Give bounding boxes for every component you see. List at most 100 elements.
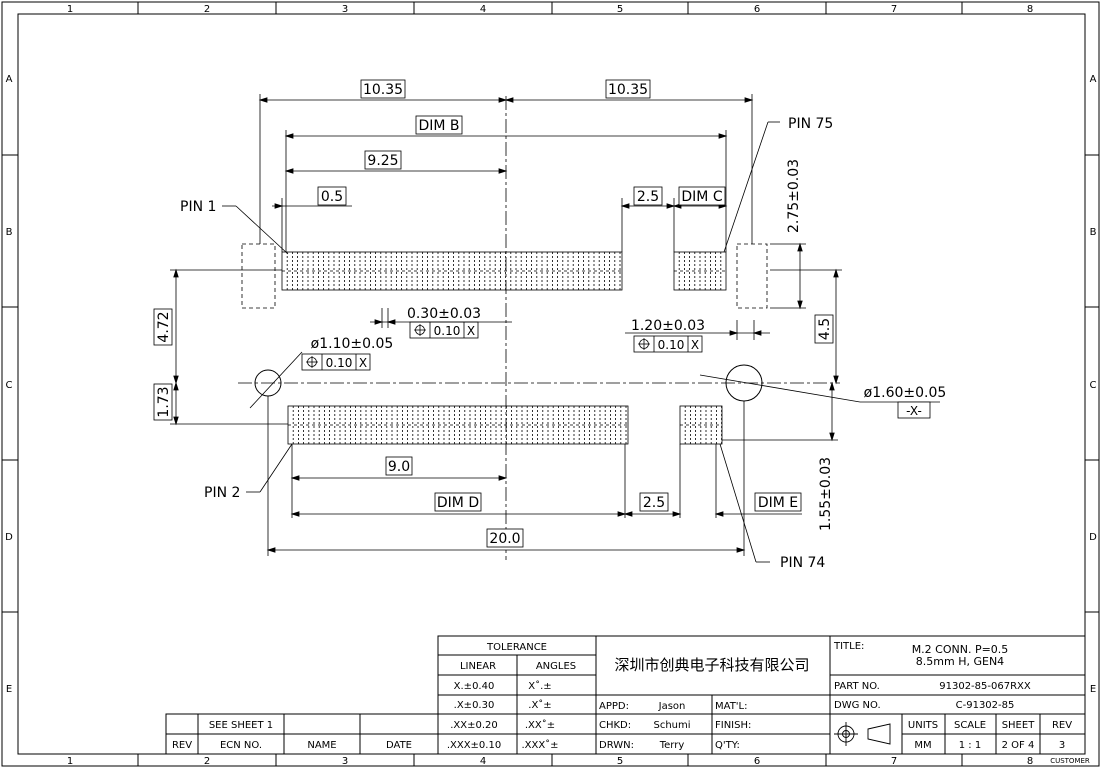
title-line-1: M.2 CONN. P=0.5 bbox=[912, 643, 1009, 656]
dimension-arrowhead bbox=[258, 97, 268, 103]
dimension-arrowhead bbox=[829, 381, 835, 391]
sheet-value: 2 OF 4 bbox=[1002, 740, 1035, 751]
col-marker: 4 bbox=[480, 4, 486, 15]
linear-tol-row: .X±0.30 bbox=[454, 700, 495, 711]
col-marker: 3 bbox=[342, 4, 348, 15]
dim-4-72: 4.72 bbox=[156, 311, 172, 342]
dimension-arrowhead bbox=[290, 511, 300, 517]
dim-4-5: 4.5 bbox=[817, 318, 833, 340]
angle-tol-row: .XX˚± bbox=[525, 719, 555, 731]
angle-tol-row: .X˚± bbox=[528, 699, 551, 711]
col-marker: 1 bbox=[67, 4, 73, 15]
col-marker: 2 bbox=[204, 756, 210, 767]
feature-control-frame-030 bbox=[409, 321, 479, 339]
column-markers-top: 1 2 3 4 5 6 7 8 bbox=[67, 4, 1033, 15]
col-marker: 3 bbox=[342, 756, 348, 767]
scale-label: SCALE bbox=[954, 720, 986, 731]
dimension-arrowhead bbox=[672, 511, 682, 517]
col-marker: 6 bbox=[754, 756, 760, 767]
dim-9-0: 9.0 bbox=[388, 459, 410, 475]
dimension-arrowhead bbox=[266, 547, 276, 553]
dimension-arrowhead bbox=[284, 133, 294, 139]
units-value: MM bbox=[914, 740, 931, 751]
datum-x-frame bbox=[897, 401, 931, 419]
name-column-header: NAME bbox=[307, 740, 336, 751]
dim-1-55: 1.55±0.03 bbox=[818, 457, 834, 531]
dimension-arrowhead bbox=[797, 300, 803, 310]
part-no-label: PART NO. bbox=[834, 681, 880, 692]
angles-header: ANGLES bbox=[536, 661, 576, 672]
title-block-text: TOLERANCE LINEAR ANGLES X.±0.40 .X±0.30 … bbox=[172, 641, 1090, 765]
dimension-arrowhead bbox=[173, 381, 179, 391]
dimension-arrowhead bbox=[173, 416, 179, 426]
col-marker: 6 bbox=[754, 4, 760, 15]
dimension-arrowhead bbox=[274, 203, 284, 209]
dim-e: DIM E bbox=[758, 495, 798, 511]
units-label: UNITS bbox=[908, 720, 938, 731]
dimension-arrowhead bbox=[744, 97, 754, 103]
top-pin-row bbox=[241, 243, 768, 309]
column-markers-bottom: 1 2 3 4 5 6 7 8 bbox=[67, 756, 1033, 767]
col-marker: 1 bbox=[67, 756, 73, 767]
scale-value: 1 : 1 bbox=[959, 740, 981, 751]
bottom-pin-row bbox=[287, 405, 723, 445]
matl-label: MAT'L: bbox=[715, 701, 748, 712]
datum-x-label: -X- bbox=[906, 404, 922, 418]
dimension-arrowhead bbox=[729, 330, 739, 336]
row-marker: D bbox=[5, 532, 13, 543]
title-line-2: 8.5mm H, GEN4 bbox=[916, 655, 1004, 668]
fcf-120-tolerance: 0.10 bbox=[658, 338, 685, 352]
pin-74-label: PIN 74 bbox=[780, 555, 825, 571]
row-marker: D bbox=[1089, 532, 1097, 543]
see-sheet-note: SEE SHEET 1 bbox=[209, 720, 273, 731]
customer-label: CUSTOMER bbox=[1050, 757, 1090, 765]
dim-9-25: 9.25 bbox=[367, 153, 398, 169]
row-marker: C bbox=[1090, 380, 1097, 391]
dimension-labels: 10.35 10.35 DIM B 9.25 0.5 2.5 DIM C 2.7… bbox=[153, 79, 946, 548]
row-markers-right: A B C D E bbox=[1089, 74, 1097, 695]
pin-labels: PIN 1 PIN 2 PIN 75 PIN 74 bbox=[180, 116, 833, 571]
col-marker: 7 bbox=[891, 4, 897, 15]
dimension-arrowhead bbox=[504, 97, 514, 103]
dimension-arrowhead bbox=[736, 547, 746, 553]
centerlines bbox=[238, 96, 840, 560]
part-no-value: 91302-85-067RXX bbox=[939, 681, 1031, 692]
dim-d: DIM D bbox=[437, 495, 479, 511]
title-label: TITLE: bbox=[833, 641, 864, 652]
dimension-arrowhead bbox=[620, 203, 630, 209]
row-marker: B bbox=[6, 227, 13, 238]
dimension-arrowhead bbox=[173, 268, 179, 278]
pin-75-label: PIN 75 bbox=[788, 116, 833, 132]
dimension-arrowhead bbox=[797, 242, 803, 252]
dim-b: DIM B bbox=[418, 118, 459, 134]
dwg-no-label: DWG NO. bbox=[834, 700, 881, 711]
pin-2-label: PIN 2 bbox=[204, 485, 240, 501]
angle-tol-row: .XXX˚± bbox=[521, 739, 558, 751]
chkd-label: CHKD: bbox=[599, 720, 631, 731]
linear-tol-row: .XXX±0.10 bbox=[447, 740, 501, 751]
col-marker: 8 bbox=[1027, 4, 1033, 15]
dimension-lines bbox=[170, 94, 940, 563]
dim-c: DIM C bbox=[681, 189, 722, 205]
drwn-value: Terry bbox=[659, 740, 685, 751]
rev-label: REV bbox=[1052, 720, 1072, 731]
date-column-header: DATE bbox=[386, 740, 412, 751]
company-name: 深圳市创典电子科技有限公司 bbox=[614, 656, 809, 674]
tolerance-header: TOLERANCE bbox=[486, 642, 547, 653]
qty-label: Q'TY: bbox=[715, 740, 740, 751]
fcf-030-tolerance: 0.10 bbox=[434, 324, 461, 338]
dimension-arrowhead bbox=[718, 133, 728, 139]
row-marker: B bbox=[1090, 227, 1097, 238]
col-marker: 4 bbox=[480, 756, 486, 767]
angle-tol-row: X˚.± bbox=[528, 680, 551, 692]
dimension-arrowhead bbox=[833, 268, 839, 278]
linear-tol-row: .XX±0.20 bbox=[450, 720, 498, 731]
dim-1-20: 1.20±0.03 bbox=[631, 318, 705, 334]
linear-tol-row: X.±0.40 bbox=[454, 681, 495, 692]
dimension-arrowhead bbox=[714, 511, 724, 517]
rev-column-header: REV bbox=[172, 740, 192, 751]
row-markers-left: A B C D E bbox=[5, 74, 13, 695]
ecn-column-header: ECN NO. bbox=[220, 740, 262, 751]
dimension-arrowhead bbox=[386, 319, 396, 325]
